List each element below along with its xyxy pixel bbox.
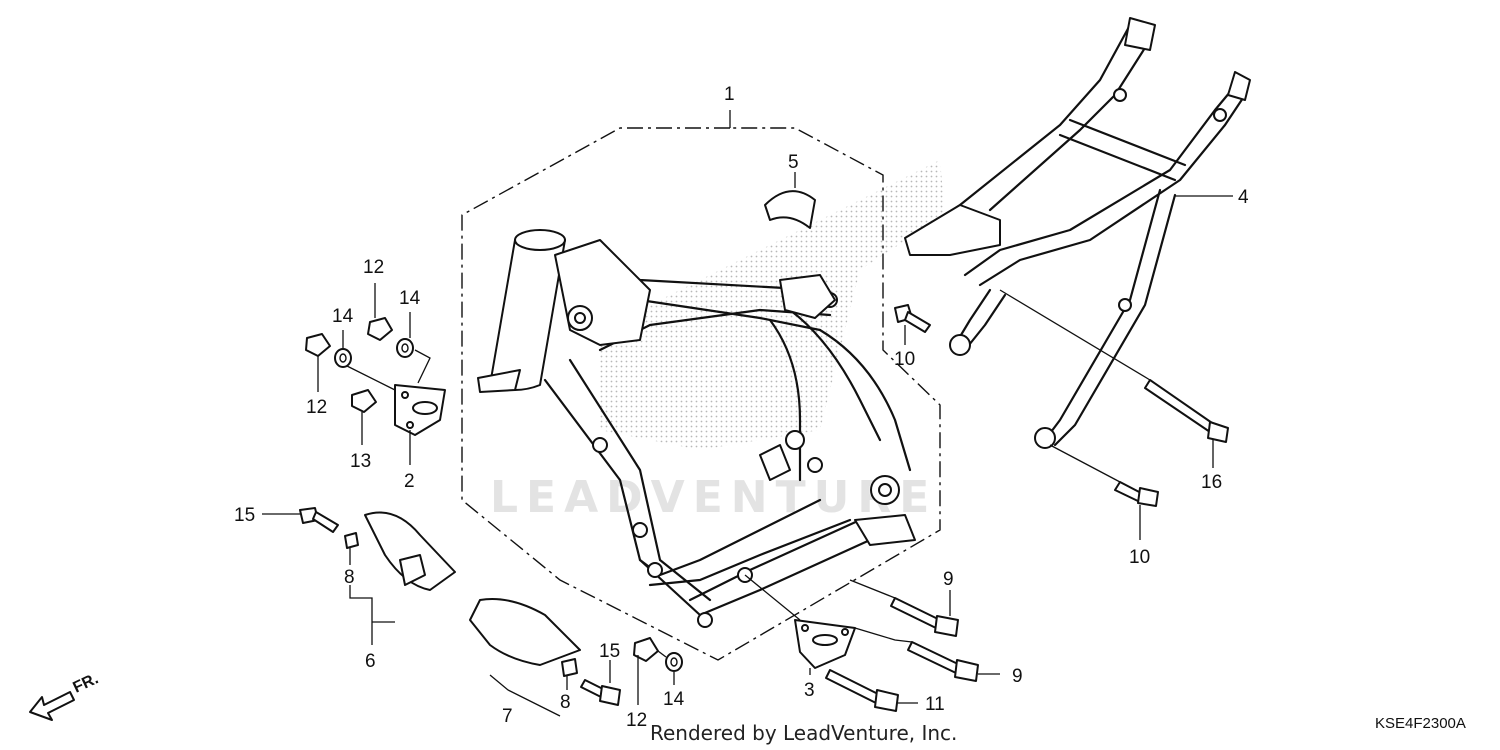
front-direction-arrow — [29, 691, 75, 721]
part-16-long-bolt — [1144, 379, 1229, 443]
callout-16: 16 — [1201, 472, 1222, 493]
part-8-collar-lower — [561, 658, 578, 677]
part-14-washer-lower — [665, 652, 683, 672]
part-12-nut-left — [305, 333, 331, 357]
callout-8-lower: 8 — [560, 692, 571, 713]
callout-15-upper: 15 — [234, 505, 255, 526]
callout-9-upper: 9 — [943, 569, 954, 590]
leader-7 — [489, 674, 561, 717]
leader-2-washer — [344, 364, 396, 391]
part-8-collar-upper — [344, 532, 359, 549]
part-10-bolt-lower — [1114, 481, 1159, 507]
part-5-collar — [764, 190, 816, 229]
leader-3-bolts — [854, 627, 913, 643]
main-frame — [477, 229, 916, 628]
part-7-guard — [469, 598, 581, 666]
part-12-nut-upper — [367, 317, 393, 341]
callout-14-lower: 14 — [663, 689, 685, 710]
leader-2-fastener — [414, 349, 431, 384]
diagram-code: KSE4F2300A — [1375, 715, 1466, 732]
part-6-guard — [364, 511, 456, 591]
leader-3-axis — [744, 574, 801, 621]
callout-12-lower: 12 — [626, 710, 647, 731]
leader-12-14-axis — [657, 650, 667, 658]
credit-text: Rendered by LeadVenture, Inc. — [650, 721, 957, 745]
callout-6: 6 — [365, 651, 376, 672]
leader-10-axis — [1049, 444, 1121, 483]
callout-10-lower: 10 — [1129, 547, 1150, 568]
stipple-shading — [600, 160, 945, 450]
callout-8-upper: 8 — [344, 567, 355, 588]
callout-9-lower: 9 — [1012, 666, 1023, 687]
callout-14-upper: 14 — [399, 288, 421, 309]
callout-10-upper: 10 — [894, 349, 915, 370]
callout-7: 7 — [502, 706, 513, 727]
leader-6 — [349, 585, 373, 645]
callout-5: 5 — [788, 152, 799, 173]
callout-3: 3 — [804, 680, 815, 701]
part-4-subframe — [904, 17, 1251, 449]
front-direction-label: FR. — [71, 670, 102, 696]
callout-1: 1 — [724, 84, 735, 105]
watermark-text: LEADVENTURE — [490, 472, 937, 523]
callout-12-upper: 12 — [363, 257, 384, 278]
callout-12-left: 12 — [306, 397, 327, 418]
leader-9-axis — [849, 579, 896, 599]
part-3-bracket — [794, 619, 856, 669]
part-14-washer-left — [334, 348, 352, 368]
part-13-nut — [351, 389, 377, 413]
part-12-nut-lower — [633, 637, 659, 662]
part-15-bolt-upper — [299, 507, 339, 533]
leader-16-axis — [999, 289, 1151, 381]
part-15-bolt-lower — [580, 679, 621, 706]
part-14-washer-upper — [396, 338, 414, 358]
part-10-bolt-upper — [894, 304, 931, 333]
callout-11: 11 — [925, 694, 945, 715]
part-9-bolt-lower — [907, 641, 979, 682]
part-2-bracket — [394, 384, 446, 436]
callout-4: 4 — [1238, 187, 1249, 208]
callout-14-left: 14 — [332, 306, 354, 327]
part-11-bolt — [825, 669, 899, 712]
part-9-bolt-upper — [890, 597, 959, 637]
part-1-outline — [461, 127, 941, 661]
callout-15-lower: 15 — [599, 641, 620, 662]
callout-2: 2 — [404, 471, 415, 492]
callout-13: 13 — [350, 451, 371, 472]
